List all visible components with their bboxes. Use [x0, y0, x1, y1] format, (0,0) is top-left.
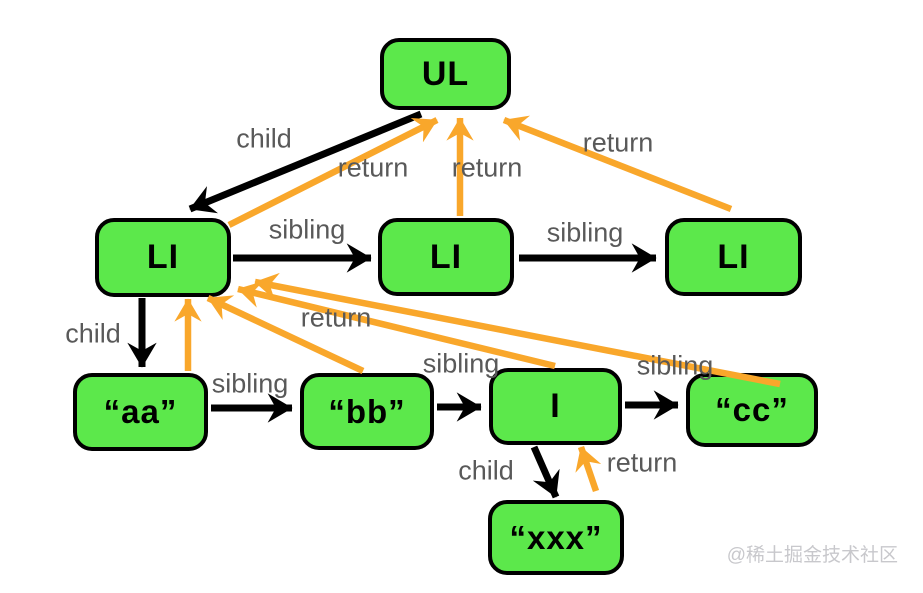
edge-child-i-xxx — [530, 445, 560, 499]
edge-label-return-li-left-ul: return — [337, 152, 409, 183]
edge-label-sibling-li-middle-right: sibling — [546, 217, 624, 248]
edge-label-sibling-li-left-middle: sibling — [268, 214, 346, 245]
edge-return-xxx-i — [575, 445, 602, 493]
edge-label-child-ul-li: child — [236, 123, 292, 154]
edge-label-return-li-right-ul: return — [582, 127, 654, 158]
edge-label-child-li-aa: child — [65, 318, 121, 349]
edge-return-i-li — [237, 281, 556, 370]
edge-label-sibling-aa-bb: sibling — [211, 368, 289, 399]
node-li-left: LI — [95, 218, 231, 297]
node-ul: UL — [380, 38, 511, 110]
edge-label-return-xxx-i: return — [606, 447, 678, 478]
edge-label-sibling-i-cc: sibling — [636, 350, 714, 381]
node-text-bb: “bb” — [300, 373, 434, 450]
node-li-middle: LI — [378, 218, 514, 296]
node-text-xxx: “xxx” — [488, 500, 624, 575]
node-i: I — [489, 368, 622, 445]
node-text-aa: “aa” — [73, 373, 208, 451]
edge-label-child-i-xxx: child — [458, 455, 514, 486]
watermark-text: @稀土掘金技术社区 — [726, 545, 898, 566]
node-text-cc: “cc” — [686, 373, 818, 447]
edge-label-return-children-li: return — [300, 302, 372, 333]
edge-label-sibling-bb-i: sibling — [422, 348, 500, 379]
edge-label-return-li-middle-ul: return — [451, 152, 523, 183]
node-li-right: LI — [665, 218, 802, 296]
